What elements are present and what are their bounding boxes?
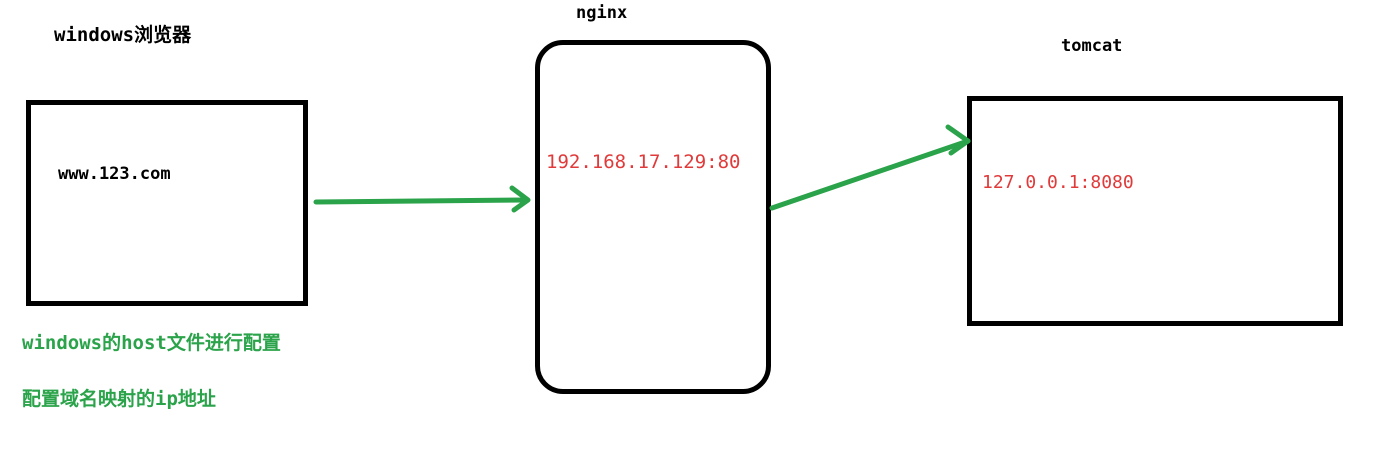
arrow-browser-to-nginx-line [313, 197, 530, 205]
tomcat-box [967, 96, 1343, 326]
nginx-address-label: 192.168.17.129:80 [546, 151, 741, 173]
arrow-nginx-to-tomcat-head [945, 124, 971, 156]
nginx-title: nginx [576, 3, 628, 23]
host-file-note: windows的host文件进行配置 [22, 332, 281, 354]
tomcat-address-label: 127.0.0.1:8080 [982, 172, 1134, 193]
arrow-browser-to-nginx-head [509, 185, 531, 213]
browser-title: windows浏览器 [54, 24, 192, 46]
arrow-nginx-to-tomcat [769, 124, 971, 211]
arrow-nginx-to-tomcat-line [769, 138, 971, 211]
browser-url-label: www.123.com [58, 164, 171, 184]
domain-mapping-note: 配置域名映射的ip地址 [22, 388, 216, 410]
tomcat-title: tomcat [1061, 36, 1123, 56]
browser-box [26, 100, 308, 306]
nginx-box [535, 40, 771, 394]
arrow-browser-to-nginx [313, 185, 531, 213]
